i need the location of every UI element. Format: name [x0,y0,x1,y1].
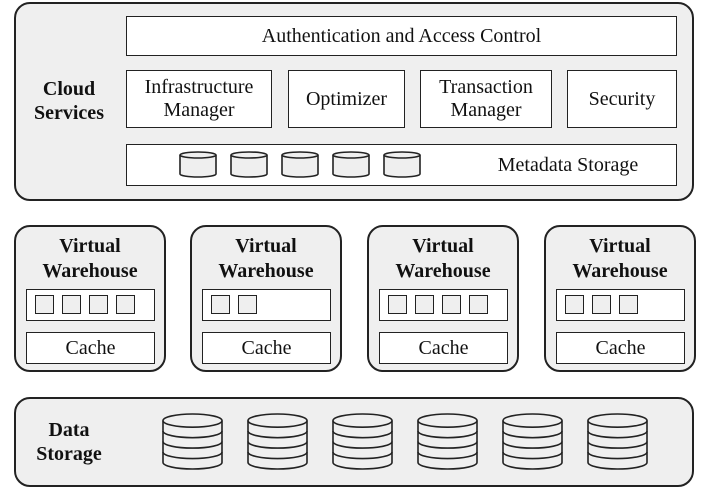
warehouse-slot-row [202,289,331,321]
virtual-warehouse-title: Virtual Warehouse [572,235,668,282]
warehouse-slot-row [379,289,508,321]
metadata-cylinder-icon [281,151,319,178]
authentication-access-control-box: Authentication and Access Control [126,16,677,56]
compute-node-slot [238,295,257,314]
cache-box: Cache [379,332,508,364]
metadata-cylinder-icon [179,151,217,178]
metadata-cylinder-icon [230,151,268,178]
optimizer-box: Optimizer [288,70,405,128]
database-cylinder-icon [332,413,393,470]
cache-box: Cache [202,332,331,364]
compute-node-slot [415,295,434,314]
database-cylinder-icon [247,413,308,470]
database-cylinder-icon [162,413,223,470]
compute-node-slot [35,295,54,314]
compute-node-slot [89,295,108,314]
virtual-warehouse-title: Virtual Warehouse [395,235,491,282]
cache-box: Cache [26,332,155,364]
infrastructure-manager-box: Infrastructure Manager [126,70,272,128]
metadata-cylinder-icon [332,151,370,178]
cache-box: Cache [556,332,685,364]
compute-node-slot [619,295,638,314]
compute-node-slot [469,295,488,314]
metadata-cylinder-icon [383,151,421,178]
compute-node-slot [592,295,611,314]
compute-node-slot [116,295,135,314]
warehouse-slot-row [26,289,155,321]
compute-node-slot [211,295,230,314]
database-cylinder-icon [587,413,648,470]
database-cylinder-icon [417,413,478,470]
data-storage-label: Data Storage [36,419,102,465]
virtual-warehouse-title: Virtual Warehouse [218,235,314,282]
compute-node-slot [62,295,81,314]
compute-node-slot [565,295,584,314]
cloud-services-label: Cloud Services [34,78,104,124]
database-cylinder-icon [502,413,563,470]
security-box: Security [567,70,677,128]
metadata-storage-label: Metadata Storage [497,154,639,176]
transaction-manager-box: Transaction Manager [420,70,552,128]
warehouse-slot-row [556,289,685,321]
compute-node-slot [442,295,461,314]
virtual-warehouse-title: Virtual Warehouse [42,235,138,282]
compute-node-slot [388,295,407,314]
